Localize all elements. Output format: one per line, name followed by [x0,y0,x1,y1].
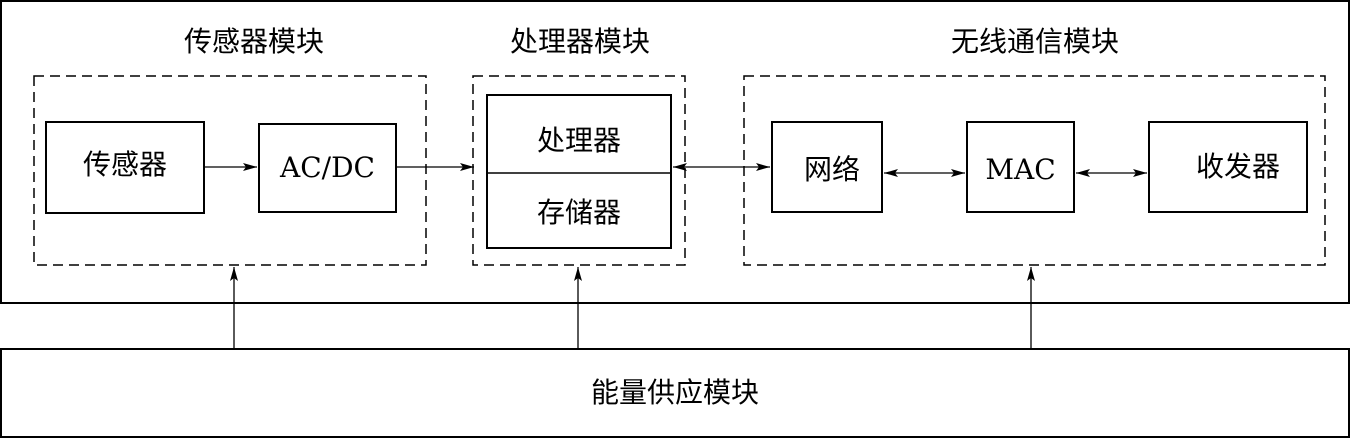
wireless-module-title: 无线通信模块 [950,25,1119,58]
processor-memory-block [486,94,672,249]
transceiver-block [1148,121,1308,213]
network-label: 网络 [803,153,860,186]
adc-label: AC/DC [280,151,375,184]
network-block [771,121,883,213]
processor-label: 处理器 [536,124,621,157]
power-module-block [0,348,1350,438]
processor-module-title: 处理器模块 [509,25,650,58]
adc-block [258,123,397,213]
sensor-label: 传感器 [82,148,167,181]
power-module-label: 能量供应模块 [590,376,759,409]
memory-label: 存储器 [536,196,621,229]
transceiver-label: 收发器 [1195,150,1280,183]
processor-module-group [472,75,686,266]
node-outer-frame [0,0,1350,304]
mac-label: MAC [985,153,1056,186]
sensor-module-group [33,75,427,266]
sensor-module-title: 传感器模块 [183,25,324,58]
mac-block [966,121,1075,213]
